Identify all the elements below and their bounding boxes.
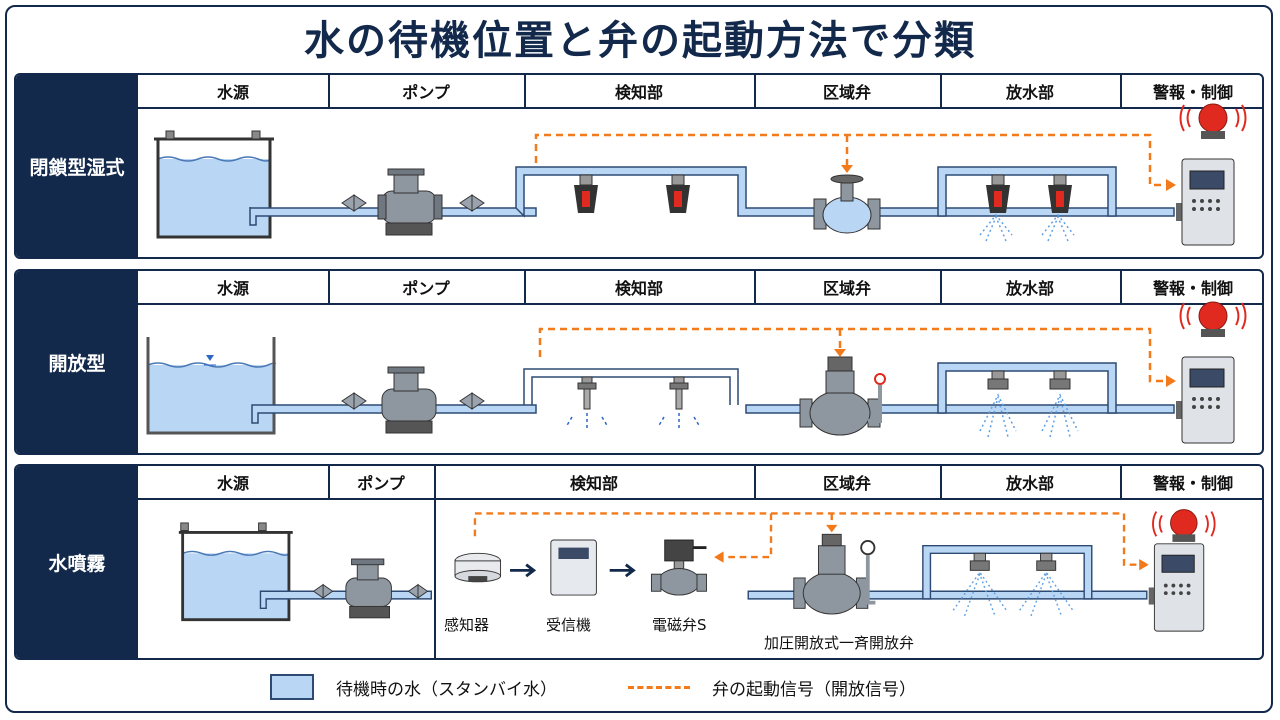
row3-diagram bbox=[178, 509, 1216, 632]
sprinkler-head-icon bbox=[574, 174, 690, 213]
legend-water: 待機時の水（スタンバイ水） bbox=[270, 672, 557, 702]
alarm-bell-icon bbox=[1179, 301, 1247, 337]
outer-frame bbox=[5, 5, 1273, 713]
arrow-icon bbox=[609, 563, 636, 578]
col-header-alarm-control: 警報・制御 bbox=[1152, 279, 1233, 298]
solenoid-valve-icon bbox=[650, 539, 707, 596]
col-header-water-source: 水源 bbox=[216, 279, 249, 298]
row1-diagram bbox=[154, 103, 1247, 246]
col-header-zone-valve: 区域弁 bbox=[822, 279, 871, 298]
control-panel-icon bbox=[1176, 356, 1235, 444]
control-panel-icon bbox=[1176, 158, 1235, 246]
col-header-pump: ポンプ bbox=[402, 279, 450, 298]
dry-pipe bbox=[523, 368, 739, 405]
zone-valve-icon bbox=[813, 174, 881, 234]
detector-label: 感知器 bbox=[444, 616, 490, 634]
col-header-detection: 検知部 bbox=[614, 83, 663, 102]
receiver-icon bbox=[550, 539, 597, 596]
control-panel-icon bbox=[1148, 543, 1205, 632]
page-title: 水の待機位置と弁の起動方法で分類 bbox=[304, 18, 976, 64]
row-label: 閉鎖型湿式 bbox=[16, 75, 138, 257]
receiver-label: 受信機 bbox=[546, 616, 592, 634]
open-head-icon bbox=[565, 376, 701, 431]
discharge-head-icon bbox=[979, 174, 1075, 242]
row-closed-wet: 閉鎖型湿式 水源 ポンプ 検知部 区域弁 放水部 警報・制御 bbox=[14, 73, 1264, 259]
pump-icon bbox=[341, 366, 485, 434]
col-header-detection: 検知部 bbox=[614, 279, 663, 298]
water-swatch bbox=[270, 674, 314, 700]
spray-nozzle-icon bbox=[952, 552, 1074, 617]
signal-swatch bbox=[628, 685, 690, 689]
heat-detector-icon bbox=[454, 552, 502, 583]
col-header-discharge: 放水部 bbox=[1005, 279, 1054, 298]
deluge-valve-icon bbox=[799, 356, 886, 436]
legend-signal: 弁の起動信号（開放信号） bbox=[628, 672, 916, 702]
solenoid-valve-label: 電磁弁S bbox=[652, 616, 707, 634]
row-label: 開放型 bbox=[16, 271, 138, 453]
col-header-zone-valve: 区域弁 bbox=[822, 474, 871, 493]
pump-icon bbox=[312, 558, 429, 619]
signal-line bbox=[534, 133, 1166, 187]
alarm-bell-icon bbox=[1152, 509, 1216, 542]
col-header-water-source: 水源 bbox=[216, 474, 249, 493]
deluge-valve-label: 加圧開放式一斉開放弁 bbox=[764, 634, 915, 652]
alarm-bell-icon bbox=[1179, 103, 1247, 139]
row-label: 水噴霧 bbox=[16, 466, 138, 658]
col-header-alarm-control: 警報・制御 bbox=[1152, 474, 1233, 493]
deluge-valve-icon bbox=[793, 533, 876, 615]
arrow-icon bbox=[510, 563, 537, 578]
col-header-detection: 検知部 bbox=[569, 474, 618, 493]
row-water-spray: 水噴霧 水源 ポンプ 検知部 区域弁 放水部 警報・制御 bbox=[14, 464, 1264, 660]
legend-water-label: 待機時の水（スタンバイ水） bbox=[336, 679, 557, 700]
col-header-alarm-control: 警報・制御 bbox=[1152, 83, 1233, 102]
row2-diagram bbox=[146, 301, 1247, 444]
discharge-head-icon bbox=[979, 370, 1079, 438]
col-header-pump: ポンプ bbox=[402, 83, 450, 102]
water-tank bbox=[178, 522, 293, 622]
col-header-discharge: 放水部 bbox=[1005, 83, 1054, 102]
col-header-water-source: 水源 bbox=[216, 83, 249, 102]
pump-icon bbox=[341, 168, 485, 236]
signal-line bbox=[538, 327, 1166, 383]
legend-signal-label: 弁の起動信号（開放信号） bbox=[712, 679, 916, 700]
row-open-type: 開放型 水源 ポンプ 検知部 区域弁 放水部 警報・制御 bbox=[14, 269, 1264, 455]
col-header-pump: ポンプ bbox=[357, 474, 405, 493]
col-header-discharge: 放水部 bbox=[1005, 474, 1054, 493]
col-header-zone-valve: 区域弁 bbox=[822, 83, 871, 102]
